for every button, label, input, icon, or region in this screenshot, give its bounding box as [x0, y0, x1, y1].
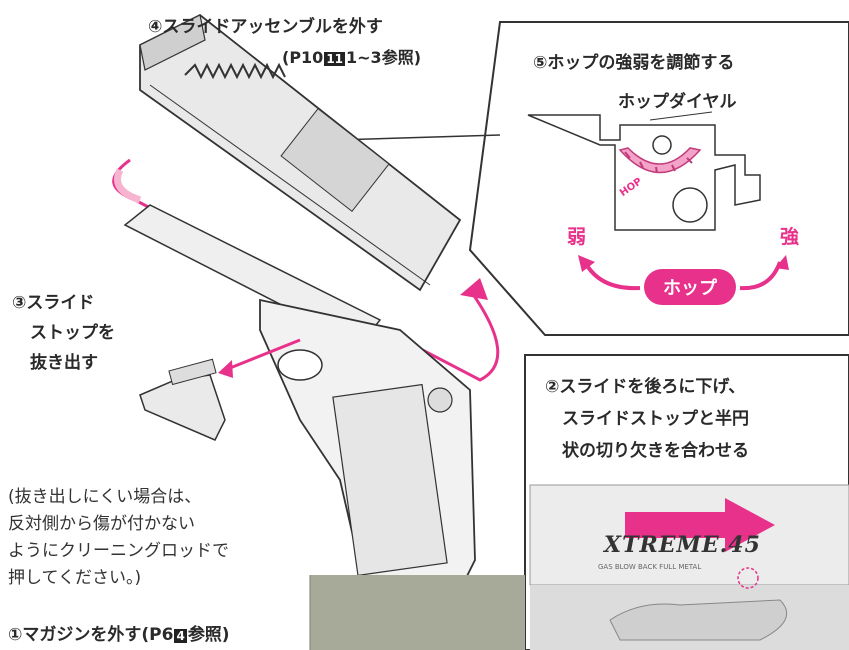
- note-line3: ようにクリーニングロッドで: [8, 541, 229, 561]
- step4-ref-post: 1~3参照): [346, 48, 422, 67]
- hop-dial-label: ホップダイヤル: [618, 92, 737, 112]
- note-line4: 押してください。): [8, 568, 142, 588]
- step2-line1: ②スライドを後ろに下げ、: [545, 377, 746, 397]
- note-line1: (抜き出しにくい場合は、: [8, 487, 202, 507]
- step2-line3: 状の切り欠きを合わせる: [562, 441, 749, 461]
- step1-text: ①マガジンを外す(P6: [8, 625, 174, 645]
- step3-line3: 抜き出す: [30, 353, 98, 373]
- slide-stop: [139, 374, 226, 441]
- step3-line2: ストップを: [30, 323, 115, 343]
- hop-dial: [618, 147, 702, 174]
- step4-ref-pre: (P10: [282, 48, 324, 67]
- note-line2: 反対側から傷が付かない: [8, 514, 195, 534]
- step1-ref-post: 参照): [187, 625, 230, 645]
- step2-line2: スライドストップと半円: [562, 409, 749, 429]
- brand-logo-text: XTREME.45: [604, 532, 761, 558]
- push-arrow: [625, 498, 775, 552]
- hop-pill: ホップ: [644, 269, 736, 305]
- brand-sub-text: GAS BLOW BACK FULL METAL: [598, 563, 702, 571]
- step1-ref-num: 4: [174, 629, 187, 643]
- step3-line1: ③スライド: [12, 293, 95, 313]
- weak-label: 弱: [567, 226, 587, 248]
- step4-ref-num: 11: [324, 52, 346, 66]
- removal-note: (抜き出しにくい場合は、 反対側から傷が付かない ようにクリーニングロッドで 押…: [8, 484, 229, 592]
- photo-strip: [310, 575, 525, 650]
- step5-title: ⑤ホップの強弱を調節する: [533, 53, 735, 73]
- strong-label: 強: [780, 226, 800, 248]
- step4-title: ④スライドアッセンブルを外す: [148, 17, 383, 37]
